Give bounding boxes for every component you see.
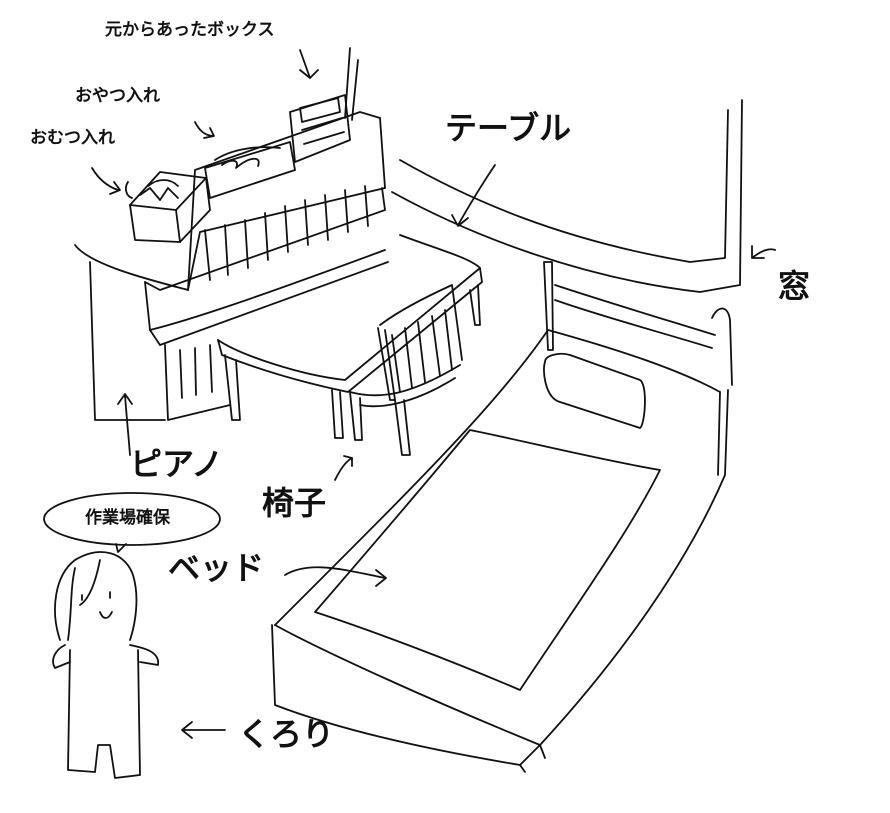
- label-diaper-holder: おむつ入れ: [30, 128, 115, 148]
- label-chair: 椅子: [262, 484, 327, 522]
- arrow-chair: [334, 455, 353, 481]
- arrow-snack-holder: [194, 121, 215, 139]
- label-table: テーブル: [445, 109, 572, 147]
- bed: [271, 261, 733, 773]
- arrow-table: [451, 164, 496, 227]
- label-snack-holder: おやつ入れ: [75, 86, 160, 106]
- label-person: くろり: [238, 715, 335, 753]
- label-window: 窓: [778, 267, 811, 305]
- arrow-piano: [117, 393, 133, 456]
- table: [217, 234, 483, 439]
- speech-bubble-outline: [43, 492, 221, 546]
- speech-bubble-text: 作業場確保: [85, 508, 170, 528]
- arrow-original-box: [299, 49, 319, 79]
- window-wall: [344, 47, 743, 293]
- chair: [349, 284, 463, 456]
- arrow-window: [751, 245, 776, 259]
- label-piano: ピアノ: [130, 445, 224, 483]
- piano-boxes: [125, 94, 351, 243]
- label-bed: ベッド: [168, 549, 265, 587]
- piano: [74, 111, 389, 421]
- label-original-box: 元からあったボックス: [105, 20, 275, 40]
- arrow-diaper-holder: [91, 167, 121, 195]
- speech-bubble-tail: [115, 543, 127, 553]
- arrow-bed: [284, 566, 387, 587]
- arrow-person: [181, 721, 226, 739]
- person-figure: [52, 551, 159, 779]
- leader-arrows: [91, 49, 776, 739]
